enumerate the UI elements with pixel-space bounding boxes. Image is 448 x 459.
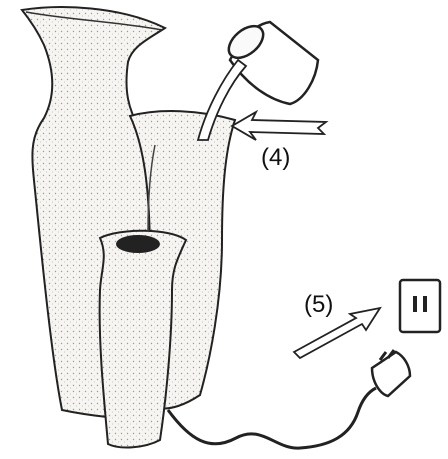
step-5-label: (5) (304, 293, 333, 317)
step-4-label: (4) (261, 146, 290, 170)
plug-icon (372, 350, 410, 396)
arrow-step-4 (232, 112, 326, 140)
wall-outlet-icon (400, 280, 440, 332)
power-cord (168, 388, 376, 448)
